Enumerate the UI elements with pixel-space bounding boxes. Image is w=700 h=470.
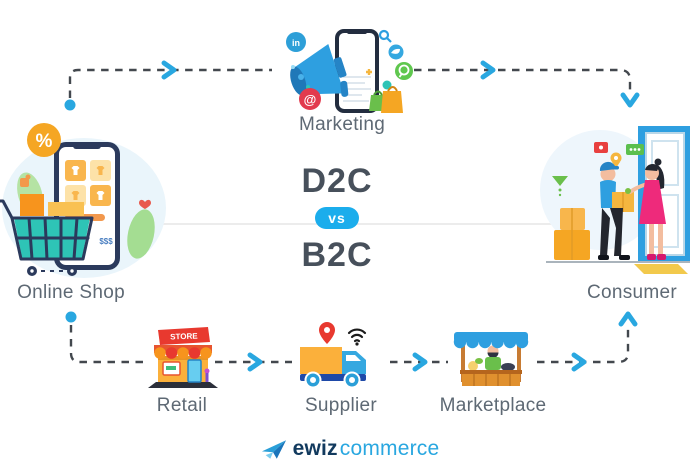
retail-illustration: STORE bbox=[148, 327, 218, 388]
b2c-route-shop-to-retail bbox=[69, 325, 146, 364]
heart-icon bbox=[139, 199, 151, 209]
dot-icon bbox=[306, 85, 310, 89]
store-icon: STORE bbox=[148, 327, 218, 388]
online-shop-illustration: $$$ % bbox=[0, 123, 166, 278]
location-pin-icon bbox=[319, 322, 335, 344]
produce bbox=[468, 361, 478, 371]
supplier-illustration bbox=[300, 322, 367, 389]
package-boxes bbox=[554, 208, 590, 260]
linkedin-icon: in bbox=[286, 32, 306, 52]
truck-icon bbox=[300, 347, 366, 389]
d2c-route-right bbox=[400, 68, 632, 92]
dot-icon bbox=[298, 74, 304, 80]
arrow-chevron-right-icon bbox=[571, 352, 587, 372]
price-text: $$$ bbox=[99, 237, 113, 246]
marketplace-label: Marketplace bbox=[439, 395, 547, 416]
megaphone-icon bbox=[290, 43, 349, 97]
paper-plane-icon bbox=[261, 439, 286, 459]
d2c-heading: D2C bbox=[301, 162, 373, 200]
shopping-bag-icon bbox=[369, 86, 403, 113]
customer-person bbox=[625, 158, 666, 260]
magnifier-icon bbox=[378, 29, 392, 43]
discount-badge: % bbox=[27, 123, 61, 157]
twitter-icon bbox=[388, 44, 404, 60]
svg-text:%: % bbox=[36, 131, 53, 152]
svg-text:in: in bbox=[292, 38, 300, 48]
supplier-label: Supplier bbox=[304, 395, 378, 416]
online-shop-label: Online Shop bbox=[17, 282, 125, 303]
svg-text:@: @ bbox=[304, 92, 317, 107]
thumbs-up-icon bbox=[20, 174, 31, 187]
dot-icon bbox=[382, 80, 392, 90]
notification-icon bbox=[594, 142, 608, 153]
marketing-illustration: in @ bbox=[286, 29, 413, 113]
vs-badge: vs bbox=[315, 207, 359, 229]
b2c-route-marketplace-to-consumer bbox=[537, 326, 630, 364]
versus-block: D2C vs B2C bbox=[287, 164, 387, 272]
delivery-person bbox=[598, 161, 634, 260]
consumer-illustration bbox=[540, 126, 690, 274]
store-sign-text: STORE bbox=[170, 332, 198, 342]
whatsapp-icon bbox=[395, 62, 413, 80]
arrow-chevron-right-icon bbox=[247, 352, 263, 372]
arrow-chevron-right-icon bbox=[480, 60, 496, 80]
logo-brand-text: ewiz bbox=[292, 437, 338, 460]
b2c-heading: B2C bbox=[301, 236, 373, 274]
consumer-label: Consumer bbox=[586, 282, 678, 303]
shopping-cart-icon bbox=[0, 194, 94, 276]
marketplace-illustration bbox=[453, 332, 529, 386]
plus-icon bbox=[366, 69, 372, 75]
funnel-icon bbox=[552, 176, 568, 197]
route-start-dot-top bbox=[64, 99, 76, 111]
logo-suffix-text: commerce bbox=[339, 437, 440, 460]
arrow-chevron-up-icon bbox=[618, 311, 638, 327]
doormat bbox=[634, 264, 688, 274]
chat-icon bbox=[626, 144, 644, 155]
at-icon: @ bbox=[299, 88, 321, 110]
d2c-route-left bbox=[68, 68, 272, 98]
arrow-chevron-down-icon bbox=[620, 92, 640, 108]
marketing-label: Marketing bbox=[298, 114, 386, 135]
arrow-chevron-right-icon bbox=[161, 60, 177, 80]
route-start-dot-bottom bbox=[65, 311, 77, 323]
market-stall-icon bbox=[453, 332, 529, 386]
wifi-icon bbox=[347, 328, 367, 346]
dot-icon bbox=[291, 65, 295, 69]
location-pin-icon bbox=[610, 152, 622, 168]
arrow-chevron-right-icon bbox=[412, 352, 428, 372]
retail-label: Retail bbox=[156, 395, 208, 416]
leaf-icon bbox=[127, 209, 155, 259]
